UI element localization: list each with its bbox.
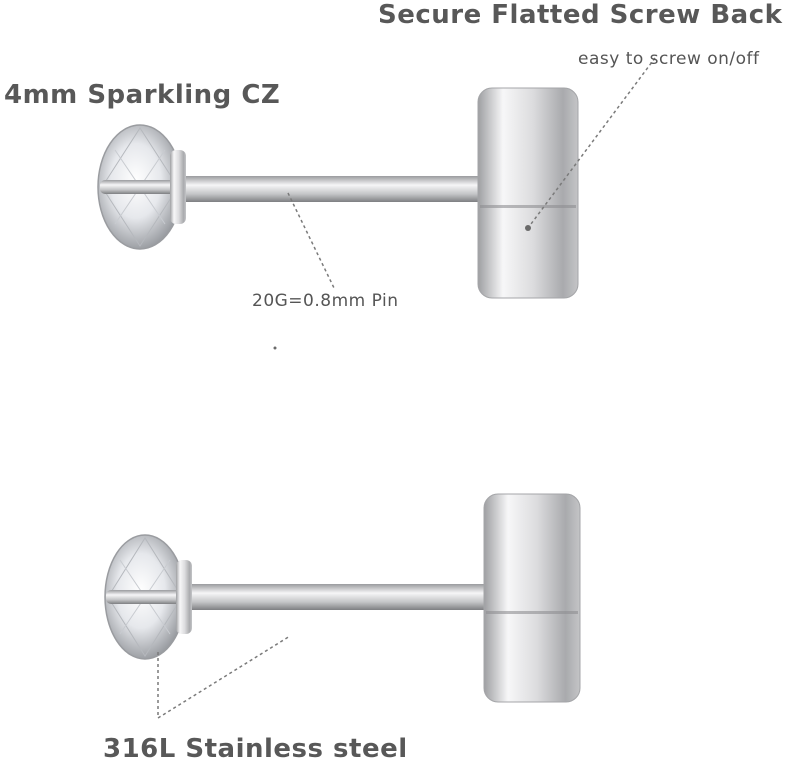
bottom-earring [104, 493, 581, 703]
top-earring-screw-back [477, 87, 579, 299]
pin-label: 20G=0.8mm Pin [252, 291, 399, 311]
top-earring-pin [180, 176, 485, 202]
bottom-earring-pin [188, 584, 493, 610]
screw-note-label: easy to screw on/off [578, 49, 760, 69]
bottom-earring-gem [104, 534, 192, 660]
top-earring [97, 87, 579, 299]
leader-lines [157, 57, 656, 720]
top-earring-gem [97, 124, 186, 250]
material-label: 316L Stainless steel [103, 734, 408, 764]
cz-label: 4mm Sparkling CZ [4, 80, 281, 110]
screw-back-label: Secure Flatted Screw Back [378, 0, 783, 30]
screw-back-leader [527, 57, 656, 229]
bottom-earring-screw-back [483, 493, 581, 703]
material-leader [157, 635, 291, 720]
pin-leader [287, 192, 336, 291]
